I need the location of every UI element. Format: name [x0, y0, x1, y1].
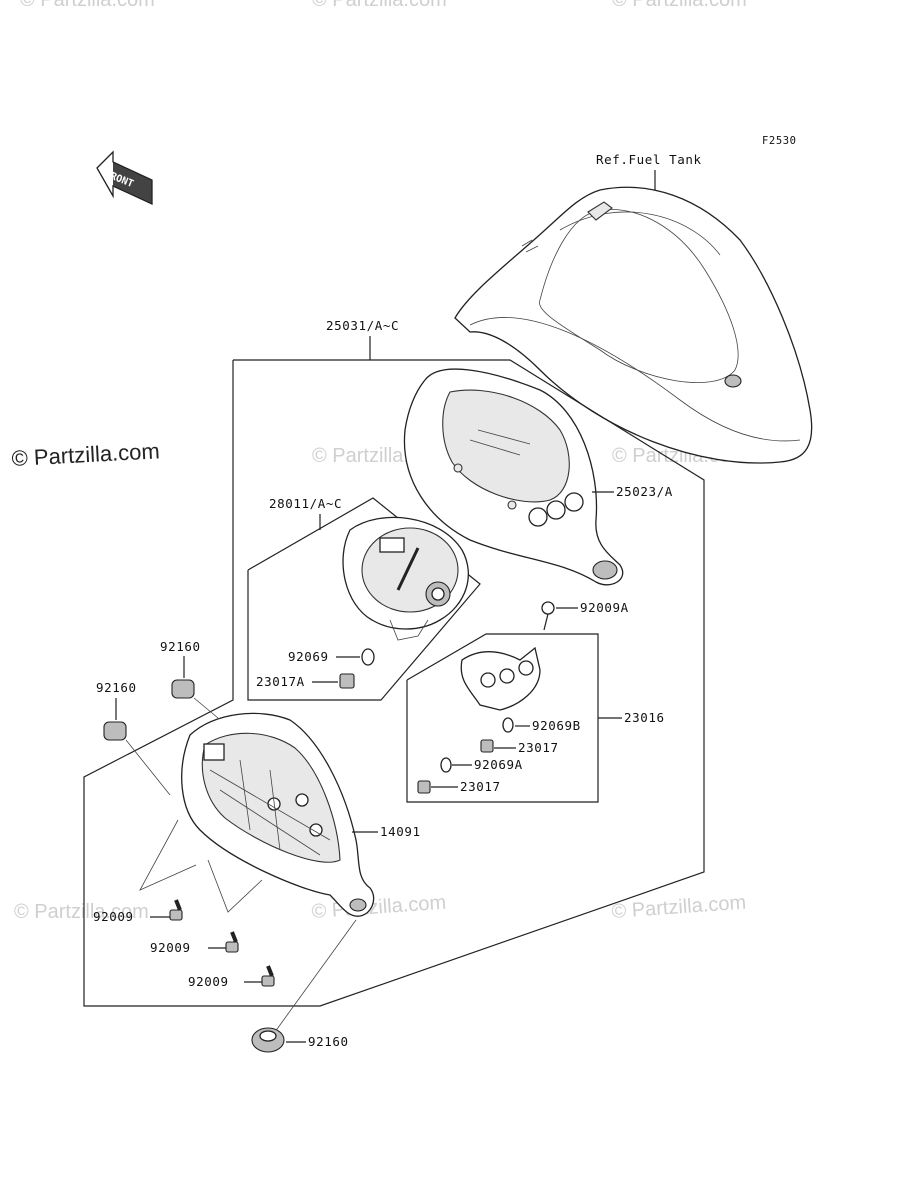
label-92160-left: 92160: [96, 680, 137, 695]
watermark-top-left: © Partzilla.com: [20, 0, 155, 11]
label-14091: 14091: [380, 824, 421, 839]
front-arrow-icon: FRONT: [96, 150, 153, 206]
figure-code: F2530: [762, 135, 797, 147]
socket-23017A: 23017A: [256, 673, 355, 689]
watermark-top-center: © Partzilla.com: [312, 0, 447, 11]
label-25023: 25023/A: [616, 484, 673, 499]
bracket-25031: 25031/A~C: [83, 318, 705, 1007]
label-92009-a: 92009: [93, 909, 134, 924]
label-92160-upper: 92160: [160, 639, 201, 654]
screw-92009A: 92009A: [541, 600, 629, 631]
bulb-92069: 92069: [288, 648, 375, 666]
watermark-main: © Partzilla.com: [11, 438, 160, 471]
label-23017-a: 23017: [518, 740, 559, 755]
label-25031: 25031/A~C: [326, 318, 399, 333]
label-92160-bottom: 92160: [308, 1034, 349, 1049]
meter-housing-25023: [403, 368, 624, 586]
socket-23017-upper: 23017: [480, 739, 559, 755]
meter-case-14091: [181, 712, 375, 917]
label-ref-fuel-tank: Ref.Fuel Tank: [596, 152, 702, 167]
label-92069B: 92069B: [532, 718, 581, 733]
label-28011: 28011/A~C: [269, 496, 342, 511]
grommet-92160-upper: 92160: [160, 639, 201, 699]
bulb-92069A: 92069A: [440, 757, 523, 773]
label-92009-c: 92009: [188, 974, 229, 989]
screw-92009-c: 92009: [188, 965, 275, 989]
bulb-92069B: 92069B: [502, 717, 581, 733]
watermark-top-right: © Partzilla.com: [612, 0, 747, 11]
speedometer-unit: [342, 516, 469, 641]
indicator-box-23016: 23016: [406, 633, 665, 803]
speedometer-box-28011: 28011/A~C: [247, 496, 481, 701]
fuel-tank-cover: [454, 186, 813, 464]
grommet-92160-bottom: 92160: [251, 1027, 349, 1053]
screw-92009-b: 92009: [150, 931, 239, 955]
label-92069: 92069: [288, 649, 329, 664]
watermark-layer: © Partzilla.com © Partzilla.com © Partzi…: [11, 0, 747, 923]
label-23017-b: 23017: [460, 779, 501, 794]
grommet-92160-left: 92160: [96, 680, 137, 741]
screw-92009-a: 92009: [93, 899, 183, 924]
label-23017A: 23017A: [256, 674, 305, 689]
watermark-low-right: © Partzilla.com: [611, 892, 747, 923]
label-92009A: 92009A: [580, 600, 629, 615]
socket-23017-lower: 23017: [417, 779, 501, 794]
watermark-low-left: © Partzilla.com: [14, 901, 149, 923]
label-23016: 23016: [624, 710, 665, 725]
label-92009-b: 92009: [150, 940, 191, 955]
label-92069A: 92069A: [474, 757, 523, 772]
indicator-bracket: [460, 646, 541, 711]
